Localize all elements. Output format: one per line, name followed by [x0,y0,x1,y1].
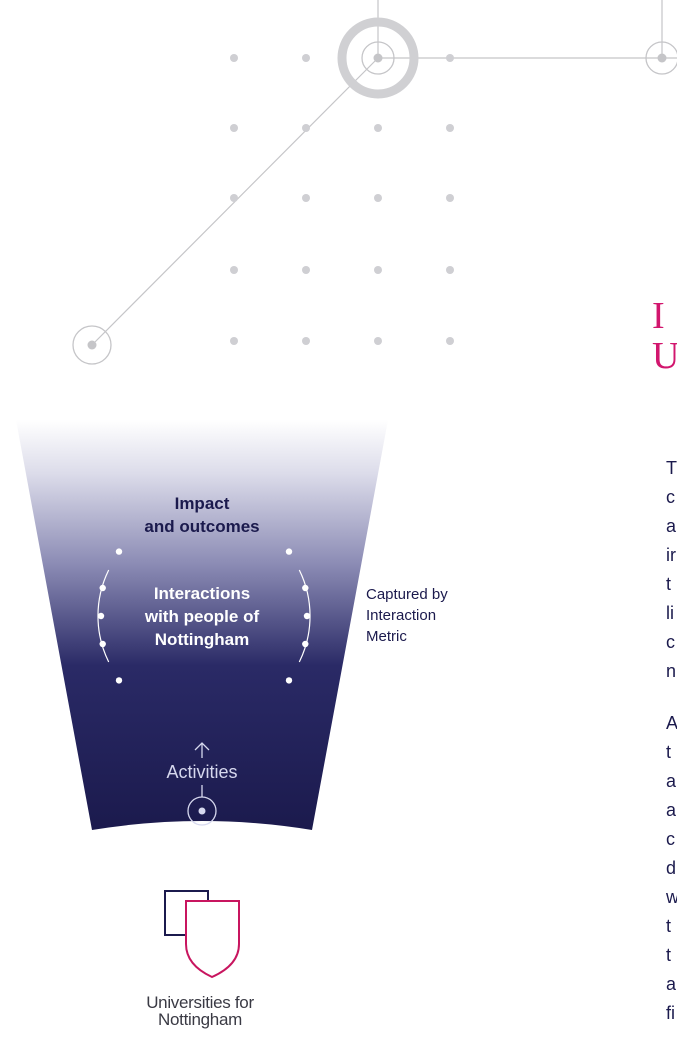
right-node-center [657,53,667,63]
activity-node-ring [187,796,217,826]
captured-by-label: Captured by Interaction Metric [366,584,496,647]
grid-dot [446,337,454,345]
universities-for-nottingham-logo [164,890,240,979]
section-heading: I U [652,296,677,376]
activity-node-center [198,807,206,815]
arc-dot [115,677,123,684]
interactions-title-line: with people of [144,607,260,626]
grid-dot [446,124,454,132]
grid-dot [230,266,238,274]
paragraph-2: A t a a c d w t t a fi [666,709,677,1028]
text-line: A [666,713,677,733]
funnel-diagram [16,420,388,830]
paragraph-1: T c a ir t li c n [666,454,677,686]
arc-dot [99,640,106,648]
arc-dot [99,584,106,592]
text-line: t [666,574,672,594]
text-line: a [666,771,677,791]
logo-text-line: Universities for [146,993,254,1012]
arc-dot [302,640,309,648]
logo-shield [185,900,240,979]
heading-line: I [652,295,665,337]
grid-dot [446,194,454,202]
logo-square [164,890,209,936]
arc-dot [97,612,105,620]
grid-dot [230,194,238,202]
captured-label-line: Captured by [366,586,448,603]
arc-dot [302,584,309,592]
grid-dot [230,54,238,62]
impact-title: Impact and outcomes [0,492,404,538]
text-line: w [666,887,677,907]
arc-dot [285,677,293,684]
text-line: c [666,829,675,849]
arc-dot [115,548,123,555]
funnel-shape [16,420,388,830]
grid-dot [302,194,310,202]
captured-label-line: Interaction [366,607,437,624]
text-line: t [666,916,672,936]
heading-line: U [652,335,677,377]
network-graphic [72,0,677,365]
dot-grid [230,54,454,345]
impact-title-line: Impact [174,494,230,513]
right-node-ring [645,41,677,75]
captured-label-line: Metric [366,628,407,645]
grid-dot [374,337,382,345]
grid-dot [374,194,382,202]
text-line: t [666,945,672,965]
arc-dot [285,548,293,555]
text-line: c [666,487,675,507]
bottom-node-ring [72,325,112,365]
text-line: n [666,661,677,681]
logo-text-line: Nottingham [158,1010,242,1029]
body-text: T c a ir t li c n A t a a c d w t t a fi [666,454,677,1051]
interactions-title-line: Interactions [153,584,251,603]
interactions-title-line: Nottingham [154,630,250,649]
text-line: c [666,632,675,652]
impact-title-line: and outcomes [144,517,260,536]
grid-dot [302,124,310,132]
text-line: d [666,858,677,878]
text-line: a [666,800,677,820]
arc-dot [303,612,311,620]
grid-dot [302,266,310,274]
large-node-ring [337,17,419,99]
grid-dot [302,337,310,345]
bottom-node-center [87,340,97,350]
text-line: a [666,516,677,536]
logo-wordmark: Universities for Nottingham [100,994,300,1028]
up-arrow-icon [194,742,210,758]
grid-dot [302,54,310,62]
grid-dot [446,266,454,274]
interactions-title: Interactions with people of Nottingham [0,582,404,651]
text-line: fi [666,1003,675,1023]
text-line: ir [666,545,676,565]
text-line: t [666,742,672,762]
grid-dot [374,124,382,132]
grid-dot [446,54,454,62]
grid-dot [230,124,238,132]
text-line: li [666,603,674,623]
text-line: a [666,974,677,994]
grid-dot [374,266,382,274]
grid-dot [230,337,238,345]
large-node-center [373,53,383,63]
activities-label: Activities [166,762,238,782]
large-node-inner [361,41,395,75]
text-line: T [666,458,677,478]
